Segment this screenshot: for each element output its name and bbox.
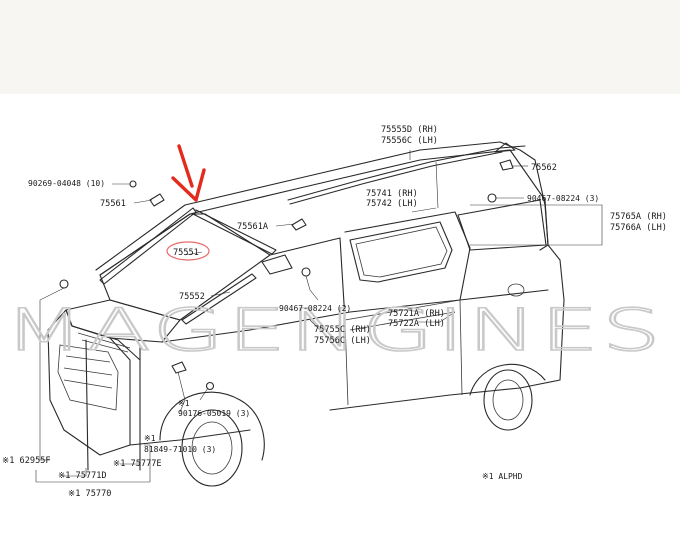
label-75556c: 75556C (LH) <box>381 136 438 146</box>
label-75771d: ※1 75771D <box>58 471 107 481</box>
label-75741: 75741 (RH) <box>366 189 418 199</box>
label-90467-a: 90467-08224 (3) <box>527 194 599 203</box>
label-75561: 75561 <box>100 199 126 209</box>
label-75755c: 75755C (RH) <box>314 325 371 335</box>
label-75722a: 75722A (LH) <box>388 319 445 329</box>
part-labels: 75555D (RH) 75556C (LH) 75562 90269-0404… <box>2 125 667 499</box>
label-75561a: 75561A <box>237 222 269 232</box>
label-90176: 90176-05019 (3) <box>178 409 250 418</box>
red-arrow <box>171 144 206 202</box>
label-75562: 75562 <box>531 163 557 173</box>
label-90269: 90269-04048 (10) <box>28 179 105 188</box>
label-81849-mark: ※1 <box>144 434 156 443</box>
label-90467-b: 90467-08224 (2) <box>279 304 351 313</box>
label-75721a: 75721A (RH) <box>388 309 445 319</box>
label-75555d: 75555D (RH) <box>381 125 438 135</box>
top-band <box>0 0 680 94</box>
label-75551: 75551 <box>173 248 199 258</box>
moulding-parts <box>59 145 526 471</box>
label-62955f: ※1 62955F <box>2 456 51 466</box>
leader-lines <box>35 150 603 483</box>
label-75765a: 75765A (RH) <box>610 212 667 222</box>
label-90176-mark: ※1 <box>178 399 190 408</box>
watermark: MAGENGINES <box>4 296 664 364</box>
label-75552: 75552 <box>179 292 205 302</box>
label-75766a: 75766A (LH) <box>610 223 667 233</box>
label-81849: 81849-71010 (3) <box>144 445 216 454</box>
label-75742: 75742 (LH) <box>366 199 418 209</box>
label-75756c: 75756C (LH) <box>314 336 371 346</box>
label-75770: ※1 75770 <box>68 489 111 499</box>
label-75777e: ※1 75777E <box>113 459 162 469</box>
label-note-alphd: ※1 ALPHD <box>482 472 523 481</box>
highlight-ring <box>166 241 210 261</box>
